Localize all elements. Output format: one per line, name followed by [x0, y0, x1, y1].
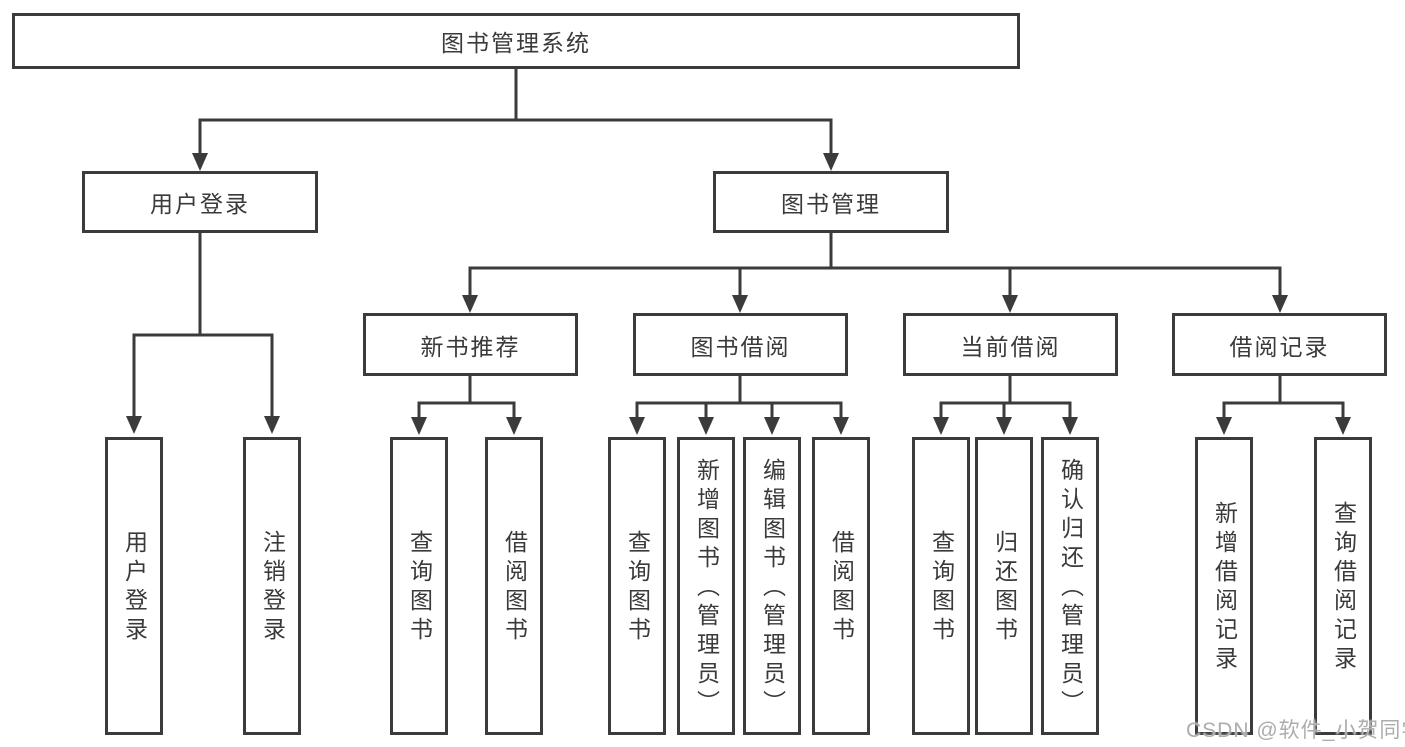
leaf-borrow-books-recommend: 借阅图书 — [485, 437, 543, 735]
leaf-user-login: 用户登录 — [105, 437, 163, 735]
node-borrowing-records: 借阅记录 — [1172, 313, 1387, 376]
leaf-query-books-borrowing: 查询图书 — [608, 437, 666, 735]
leaf-return-books: 归还图书 — [975, 437, 1033, 735]
leaf-add-borrow-record: 新增借阅记录 — [1195, 437, 1253, 735]
leaf-logout: 注销登录 — [243, 437, 301, 735]
leaf-query-books-current: 查询图书 — [912, 437, 970, 735]
node-user-login: 用户登录 — [82, 171, 318, 233]
leaf-add-book-admin: 新增图书（管理员） — [677, 437, 735, 735]
node-book-management: 图书管理 — [713, 171, 949, 233]
leaf-query-borrow-record: 查询借阅记录 — [1314, 437, 1372, 735]
leaf-query-books-recommend: 查询图书 — [390, 437, 448, 735]
node-new-book-recommend: 新书推荐 — [363, 313, 578, 376]
node-root: 图书管理系统 — [12, 13, 1020, 69]
node-book-borrowing: 图书借阅 — [633, 313, 848, 376]
leaf-confirm-return-admin: 确认归还（管理员） — [1041, 437, 1099, 735]
leaf-borrow-books: 借阅图书 — [812, 437, 870, 735]
leaf-edit-book-admin: 编辑图书（管理员） — [743, 437, 801, 735]
node-current-borrowing: 当前借阅 — [903, 313, 1118, 376]
